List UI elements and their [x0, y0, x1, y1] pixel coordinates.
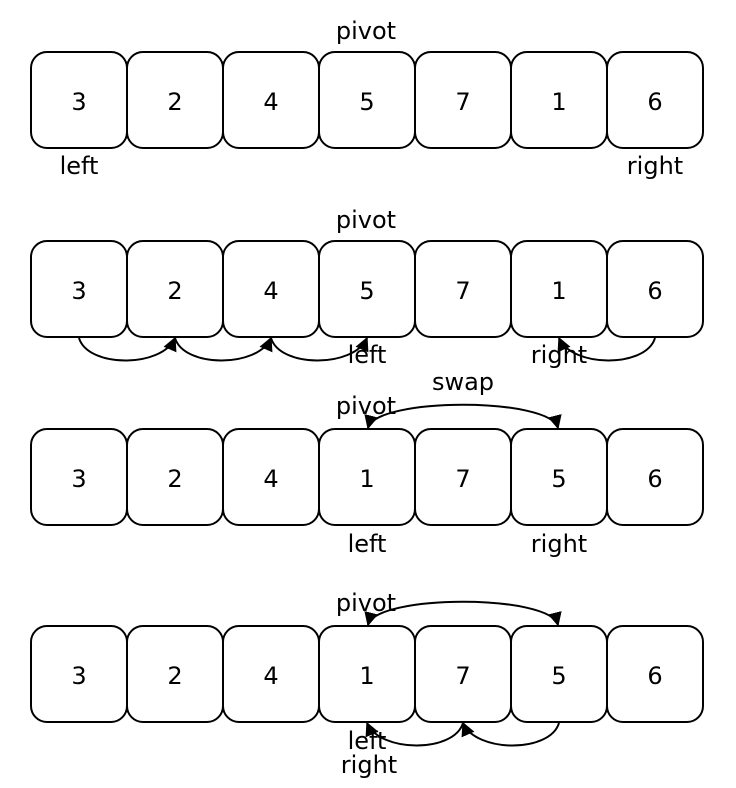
array-cell: 5 — [510, 625, 608, 723]
svg-text:6: 6 — [647, 88, 662, 116]
right-label: right — [531, 530, 587, 558]
svg-text:1: 1 — [359, 662, 374, 690]
array-cell: 7 — [414, 428, 512, 526]
svg-text:5: 5 — [551, 662, 566, 690]
array-cell: 7 — [414, 51, 512, 149]
array-cell: 2 — [126, 625, 224, 723]
svg-text:5: 5 — [359, 277, 374, 305]
pivot-label: pivot — [336, 206, 396, 234]
svg-text:3: 3 — [71, 277, 86, 305]
pivot-label: pivot — [336, 589, 396, 617]
right-label: right — [341, 751, 397, 779]
right-move-arrow — [461, 721, 560, 747]
svg-text:4: 4 — [263, 88, 278, 116]
svg-text:5: 5 — [359, 88, 374, 116]
svg-text:7: 7 — [455, 662, 470, 690]
svg-text:7: 7 — [455, 88, 470, 116]
array-cell: 3 — [30, 240, 128, 338]
array-cell: 6 — [606, 51, 704, 149]
left-label: left — [60, 152, 99, 180]
row-3: 3 2 4 1 7 5 6 — [30, 428, 704, 526]
pivot-label: pivot — [336, 17, 396, 45]
right-label: right — [531, 341, 587, 369]
svg-text:2: 2 — [167, 662, 182, 690]
array-cell: 1 — [318, 625, 416, 723]
pivot-arrow — [364, 600, 562, 627]
right-move-arrow — [365, 721, 464, 747]
array-cell: 3 — [30, 625, 128, 723]
array-cell: 7 — [414, 240, 512, 338]
array-cell: 4 — [222, 240, 320, 338]
svg-text:1: 1 — [359, 465, 374, 493]
array-cell: 5 — [510, 428, 608, 526]
array-cell: 4 — [222, 51, 320, 149]
right-label: right — [627, 152, 683, 180]
array-cell: 1 — [510, 240, 608, 338]
row-1: 3 2 4 5 7 1 6 — [30, 51, 704, 149]
array-cell: 4 — [222, 625, 320, 723]
svg-text:2: 2 — [167, 277, 182, 305]
svg-text:3: 3 — [71, 465, 86, 493]
left-move-arrow — [174, 336, 273, 362]
right-move-arrow — [557, 336, 656, 362]
pivot-label: pivot — [336, 392, 396, 420]
array-cell: 4 — [222, 428, 320, 526]
array-cell: 2 — [126, 428, 224, 526]
left-move-arrow — [270, 336, 369, 362]
row-4: 3 2 4 1 7 5 6 — [30, 625, 704, 723]
left-label: left — [348, 530, 387, 558]
svg-text:6: 6 — [647, 662, 662, 690]
svg-text:3: 3 — [71, 662, 86, 690]
svg-text:2: 2 — [167, 88, 182, 116]
array-cell: 3 — [30, 51, 128, 149]
svg-text:4: 4 — [263, 662, 278, 690]
svg-text:6: 6 — [647, 277, 662, 305]
array-cell: 5 — [318, 240, 416, 338]
array-cell: 2 — [126, 240, 224, 338]
svg-text:1: 1 — [551, 277, 566, 305]
left-label: left — [348, 727, 387, 755]
array-cell: 2 — [126, 51, 224, 149]
row-2: 3 2 4 5 7 1 6 — [30, 240, 704, 338]
swap-arrow — [364, 403, 562, 430]
array-cell: 1 — [510, 51, 608, 149]
swap-label: swap — [432, 368, 494, 396]
array-cell: 6 — [606, 625, 704, 723]
svg-text:4: 4 — [263, 465, 278, 493]
svg-text:7: 7 — [455, 465, 470, 493]
svg-text:2: 2 — [167, 465, 182, 493]
svg-text:4: 4 — [263, 277, 278, 305]
array-cell: 1 — [318, 428, 416, 526]
svg-text:5: 5 — [551, 465, 566, 493]
array-cell: 6 — [606, 240, 704, 338]
svg-text:7: 7 — [455, 277, 470, 305]
svg-text:3: 3 — [71, 88, 86, 116]
svg-text:1: 1 — [551, 88, 566, 116]
left-label: left — [348, 341, 387, 369]
svg-text:6: 6 — [647, 465, 662, 493]
array-cell: 7 — [414, 625, 512, 723]
array-cell: 6 — [606, 428, 704, 526]
left-move-arrow — [78, 336, 177, 362]
array-cell: 3 — [30, 428, 128, 526]
array-cell: 5 — [318, 51, 416, 149]
